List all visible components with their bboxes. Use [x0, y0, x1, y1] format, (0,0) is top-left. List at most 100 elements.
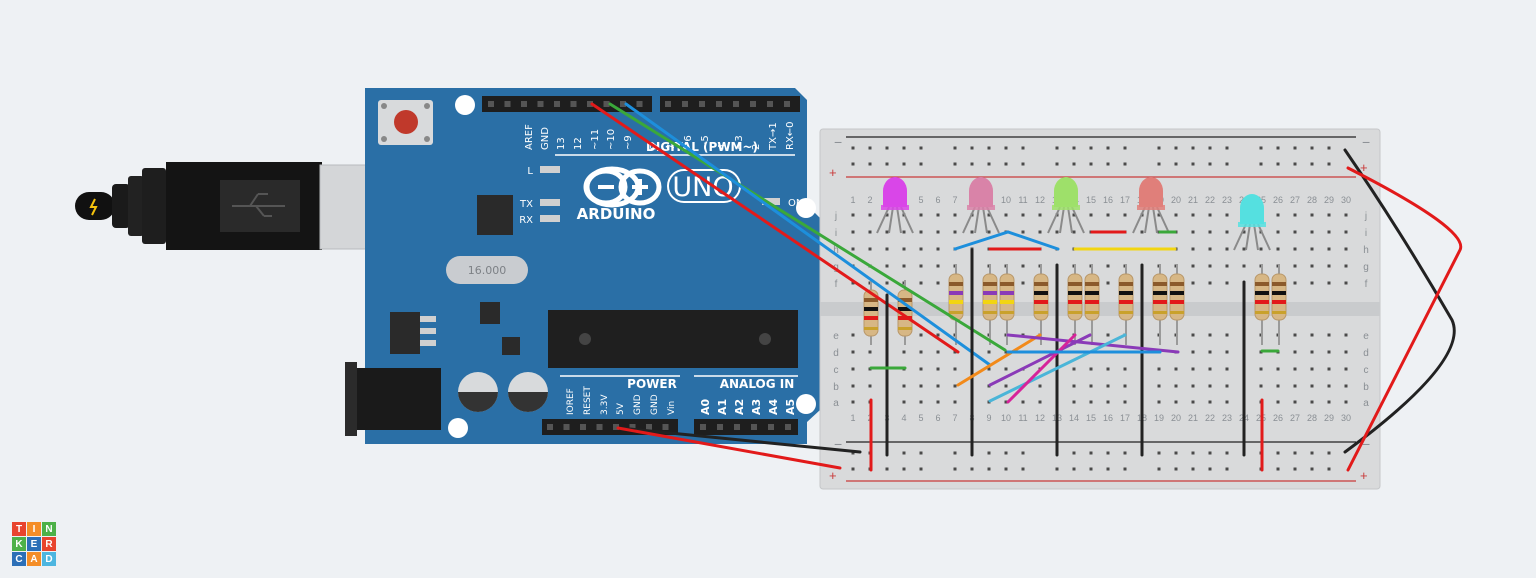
- header-pin[interactable]: [646, 424, 652, 430]
- terminal-hole[interactable]: [1310, 333, 1314, 337]
- terminal-hole[interactable]: [1327, 333, 1331, 337]
- terminal-hole[interactable]: [1004, 213, 1008, 217]
- terminal-hole[interactable]: [851, 350, 855, 354]
- terminal-hole[interactable]: [1191, 333, 1195, 337]
- terminal-hole[interactable]: [1276, 230, 1280, 234]
- terminal-hole[interactable]: [936, 333, 940, 337]
- terminal-hole[interactable]: [1310, 367, 1314, 371]
- header-pin[interactable]: [785, 424, 791, 430]
- rail-hole[interactable]: [885, 162, 889, 166]
- wire-magenta[interactable]: [1006, 333, 1077, 404]
- rail-hole[interactable]: [1123, 467, 1127, 471]
- resistor[interactable]: [948, 264, 964, 345]
- rail-hole[interactable]: [902, 451, 906, 455]
- rail-hole[interactable]: [970, 146, 974, 150]
- rail-hole[interactable]: [1174, 467, 1178, 471]
- rail-hole[interactable]: [1310, 162, 1314, 166]
- terminal-hole[interactable]: [1106, 333, 1110, 337]
- terminal-hole[interactable]: [902, 350, 906, 354]
- rail-hole[interactable]: [1191, 146, 1195, 150]
- rail-hole[interactable]: [1191, 451, 1195, 455]
- resistor[interactable]: [1169, 264, 1185, 345]
- terminal-hole[interactable]: [1106, 264, 1110, 268]
- header-pin[interactable]: [537, 101, 544, 107]
- terminal-hole[interactable]: [1327, 213, 1331, 217]
- terminal-hole[interactable]: [1191, 384, 1195, 388]
- terminal-hole[interactable]: [1038, 384, 1042, 388]
- terminal-hole[interactable]: [1055, 230, 1059, 234]
- terminal-hole[interactable]: [1327, 400, 1331, 404]
- terminal-hole[interactable]: [1344, 213, 1348, 217]
- terminal-hole[interactable]: [902, 400, 906, 404]
- rail-hole[interactable]: [1174, 146, 1178, 150]
- terminal-hole[interactable]: [1106, 400, 1110, 404]
- header-pin[interactable]: [587, 101, 593, 107]
- terminal-hole[interactable]: [936, 281, 940, 285]
- rail-hole[interactable]: [1276, 467, 1280, 471]
- terminal-hole[interactable]: [1225, 333, 1229, 337]
- terminal-hole[interactable]: [1276, 247, 1280, 251]
- terminal-hole[interactable]: [1123, 400, 1127, 404]
- terminal-hole[interactable]: [851, 384, 855, 388]
- terminal-hole[interactable]: [1174, 384, 1178, 388]
- terminal-hole[interactable]: [1004, 400, 1008, 404]
- rail-hole[interactable]: [987, 467, 991, 471]
- terminal-hole[interactable]: [1293, 247, 1297, 251]
- terminal-hole[interactable]: [1157, 367, 1161, 371]
- terminal-hole[interactable]: [868, 384, 872, 388]
- rail-hole[interactable]: [1174, 451, 1178, 455]
- terminal-hole[interactable]: [1038, 230, 1042, 234]
- rail-hole[interactable]: [1004, 146, 1008, 150]
- terminal-hole[interactable]: [902, 230, 906, 234]
- terminal-hole[interactable]: [1259, 367, 1263, 371]
- header-pin[interactable]: [603, 101, 610, 107]
- terminal-hole[interactable]: [885, 281, 889, 285]
- rail-hole[interactable]: [1004, 162, 1008, 166]
- rail-hole[interactable]: [902, 146, 906, 150]
- rail-hole[interactable]: [1106, 467, 1110, 471]
- rail-hole[interactable]: [953, 162, 957, 166]
- wire-red-5v[interactable]: [616, 426, 842, 470]
- rail-hole[interactable]: [1123, 162, 1127, 166]
- terminal-hole[interactable]: [1327, 264, 1331, 268]
- terminal-hole[interactable]: [1242, 264, 1246, 268]
- terminal-hole[interactable]: [868, 350, 872, 354]
- wires[interactable]: [590, 102, 1463, 472]
- terminal-hole[interactable]: [1310, 230, 1314, 234]
- terminal-hole[interactable]: [970, 230, 974, 234]
- rail-hole[interactable]: [987, 451, 991, 455]
- wire-red-pin11[interactable]: [590, 102, 960, 354]
- rail-hole[interactable]: [953, 451, 957, 455]
- terminal-hole[interactable]: [885, 264, 889, 268]
- resistor[interactable]: [1033, 264, 1049, 345]
- terminal-hole[interactable]: [851, 333, 855, 337]
- header-pin[interactable]: [580, 424, 586, 430]
- terminal-hole[interactable]: [1208, 230, 1212, 234]
- rail-hole[interactable]: [1055, 467, 1059, 471]
- resistor[interactable]: [1118, 264, 1134, 345]
- rail-hole[interactable]: [1327, 451, 1331, 455]
- rail-hole[interactable]: [1004, 467, 1008, 471]
- rail-hole[interactable]: [1293, 162, 1297, 166]
- terminal-hole[interactable]: [919, 333, 923, 337]
- header-pin[interactable]: [570, 101, 577, 107]
- terminal-hole[interactable]: [1310, 281, 1314, 285]
- reset-button[interactable]: [378, 100, 433, 145]
- terminal-hole[interactable]: [1276, 400, 1280, 404]
- rail-hole[interactable]: [1106, 162, 1110, 166]
- rgb-led[interactable]: [876, 177, 914, 234]
- terminal-hole[interactable]: [1208, 247, 1212, 251]
- rail-hole[interactable]: [919, 451, 923, 455]
- terminal-hole[interactable]: [1293, 350, 1297, 354]
- terminal-hole[interactable]: [1106, 367, 1110, 371]
- terminal-hole[interactable]: [1157, 400, 1161, 404]
- rail-hole[interactable]: [1021, 467, 1025, 471]
- header-pin[interactable]: [784, 101, 790, 107]
- rail-hole[interactable]: [1310, 146, 1314, 150]
- rail-hole[interactable]: [851, 451, 855, 455]
- terminal-hole[interactable]: [1191, 367, 1195, 371]
- terminal-hole[interactable]: [1225, 213, 1229, 217]
- terminal-hole[interactable]: [902, 384, 906, 388]
- terminal-hole[interactable]: [1242, 230, 1246, 234]
- header-pin[interactable]: [662, 424, 669, 430]
